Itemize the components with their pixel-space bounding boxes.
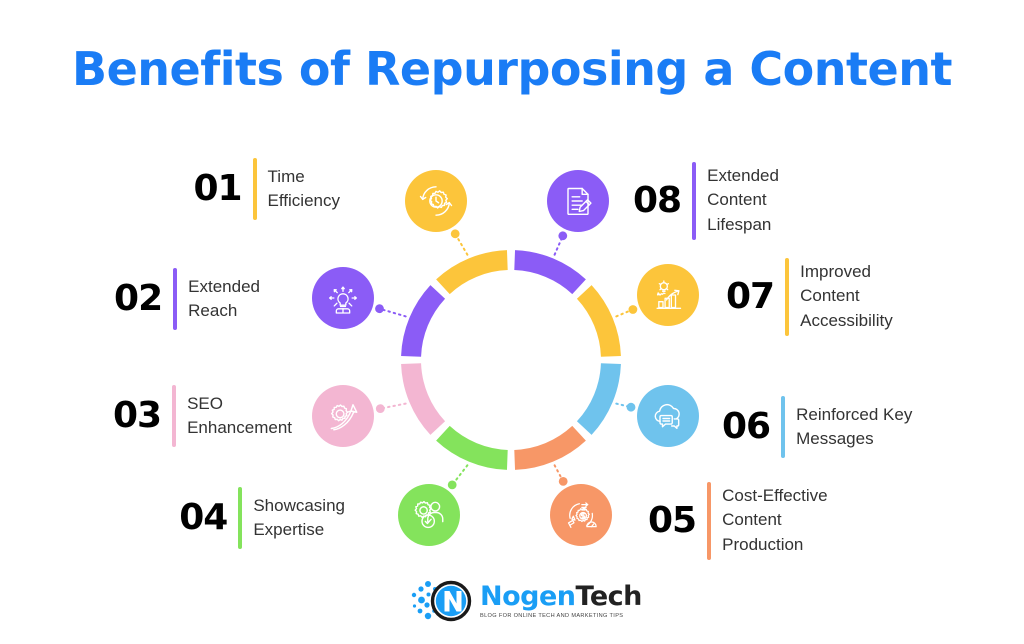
entry-05[interactable]: 05 Cost-Effective Content Production bbox=[648, 478, 988, 563]
donut-segment-02[interactable] bbox=[401, 285, 446, 358]
connector-dot-01 bbox=[450, 229, 460, 239]
clock-gear-refresh-icon bbox=[419, 186, 453, 216]
logo-tagline: BLOG FOR ONLINE TECH AND MARKETING TIPS bbox=[480, 613, 624, 619]
logo-name: NogenTech bbox=[480, 583, 642, 610]
entry-03-divider bbox=[172, 385, 177, 447]
entry-06-number: 06 bbox=[722, 406, 771, 447]
donut-segment-07[interactable] bbox=[576, 285, 621, 358]
entry-04-label: Showcasing Expertise bbox=[253, 495, 345, 539]
entry-08-divider bbox=[692, 161, 697, 240]
cloud-chat-icon bbox=[654, 403, 680, 430]
icon-bubble-showcasing-expertise[interactable] bbox=[398, 484, 460, 546]
entry-06[interactable]: 06 Reinforced Key Messages bbox=[722, 396, 1022, 458]
entry-04[interactable]: 04 Showcasing Expertise bbox=[40, 487, 345, 549]
entry-03-number: 03 bbox=[112, 395, 162, 436]
entry-01-number: 01 bbox=[193, 168, 242, 209]
donut-segment-04[interactable] bbox=[436, 425, 509, 470]
document-pencil-icon bbox=[567, 187, 592, 216]
icon-bubble-cost-effective-content-production[interactable] bbox=[550, 484, 612, 546]
nogentech-logo-mark bbox=[411, 580, 472, 622]
entry-02[interactable]: 02 Extended Reach bbox=[0, 268, 260, 330]
entry-06-label: Reinforced Key Messages bbox=[796, 404, 913, 448]
entry-03[interactable]: 03 SEO Enhancement bbox=[0, 385, 292, 447]
logo-name-tech: Tech bbox=[575, 581, 643, 612]
bar-chart-growth-bulb-icon bbox=[656, 280, 682, 309]
icon-bubble-seo-enhancement[interactable] bbox=[312, 385, 374, 447]
donut-chart bbox=[391, 240, 631, 480]
icon-bubble-time-efficiency[interactable] bbox=[405, 170, 467, 232]
connector-dot-04 bbox=[447, 480, 457, 490]
logo-name-nogen: Nogen bbox=[480, 581, 576, 612]
entry-01-label: Time Efficiency bbox=[267, 166, 340, 210]
entry-08[interactable]: 08 Extended Content Lifespan bbox=[633, 158, 933, 243]
connector-dot-08 bbox=[558, 231, 568, 241]
donut-segment-08[interactable] bbox=[513, 250, 586, 295]
lightbulb-broadcast-icon bbox=[329, 286, 357, 314]
donut-segment-06[interactable] bbox=[576, 362, 621, 435]
gear-growth-arrow-icon bbox=[330, 404, 358, 431]
icon-bubble-extended-content-lifespan[interactable] bbox=[547, 170, 609, 232]
entry-05-label: Cost-Effective Content Production bbox=[722, 486, 828, 554]
entry-06-divider bbox=[781, 396, 786, 458]
icon-bubble-improved-content-accessibility[interactable] bbox=[637, 264, 699, 326]
entry-02-label: Extended Reach bbox=[188, 276, 260, 320]
dollar-gear-gauge-icon bbox=[567, 502, 597, 528]
entry-04-divider bbox=[238, 487, 243, 549]
gear-person-check-icon bbox=[414, 500, 444, 529]
entry-08-label: Extended Content Lifespan bbox=[707, 166, 779, 234]
entry-03-label: SEO Enhancement bbox=[187, 393, 292, 437]
entry-02-number: 02 bbox=[114, 278, 163, 319]
entry-02-divider bbox=[173, 268, 178, 330]
entry-07-divider bbox=[785, 257, 790, 336]
icon-bubble-extended-reach[interactable] bbox=[312, 267, 374, 329]
entry-07-number: 07 bbox=[726, 275, 775, 317]
connector-dot-02 bbox=[375, 304, 384, 314]
donut-segment-01[interactable] bbox=[436, 250, 509, 295]
icon-bubble-reinforced-key-messages[interactable] bbox=[637, 385, 699, 447]
donut-segment-03[interactable] bbox=[401, 362, 446, 435]
donut-segment-05[interactable] bbox=[513, 425, 586, 470]
logo[interactable]: NogenTech BLOG FOR ONLINE TECH AND MARKE… bbox=[408, 572, 642, 630]
entry-07-label: Improved Content Accessibility bbox=[800, 262, 893, 330]
entry-01-divider bbox=[252, 158, 257, 220]
connector-dot-03 bbox=[375, 404, 385, 413]
entry-07[interactable]: 07 Improved Content Accessibility bbox=[726, 254, 1024, 339]
entry-01[interactable]: 01 Time Efficiency bbox=[60, 158, 340, 220]
logo-text: NogenTech BLOG FOR ONLINE TECH AND MARKE… bbox=[480, 583, 642, 619]
entry-08-number: 08 bbox=[633, 179, 682, 221]
entry-04-number: 04 bbox=[179, 497, 228, 538]
entry-05-divider bbox=[707, 481, 712, 560]
entry-05-number: 05 bbox=[648, 499, 697, 541]
page-title: Benefits of Repurposing a Content bbox=[72, 42, 952, 96]
